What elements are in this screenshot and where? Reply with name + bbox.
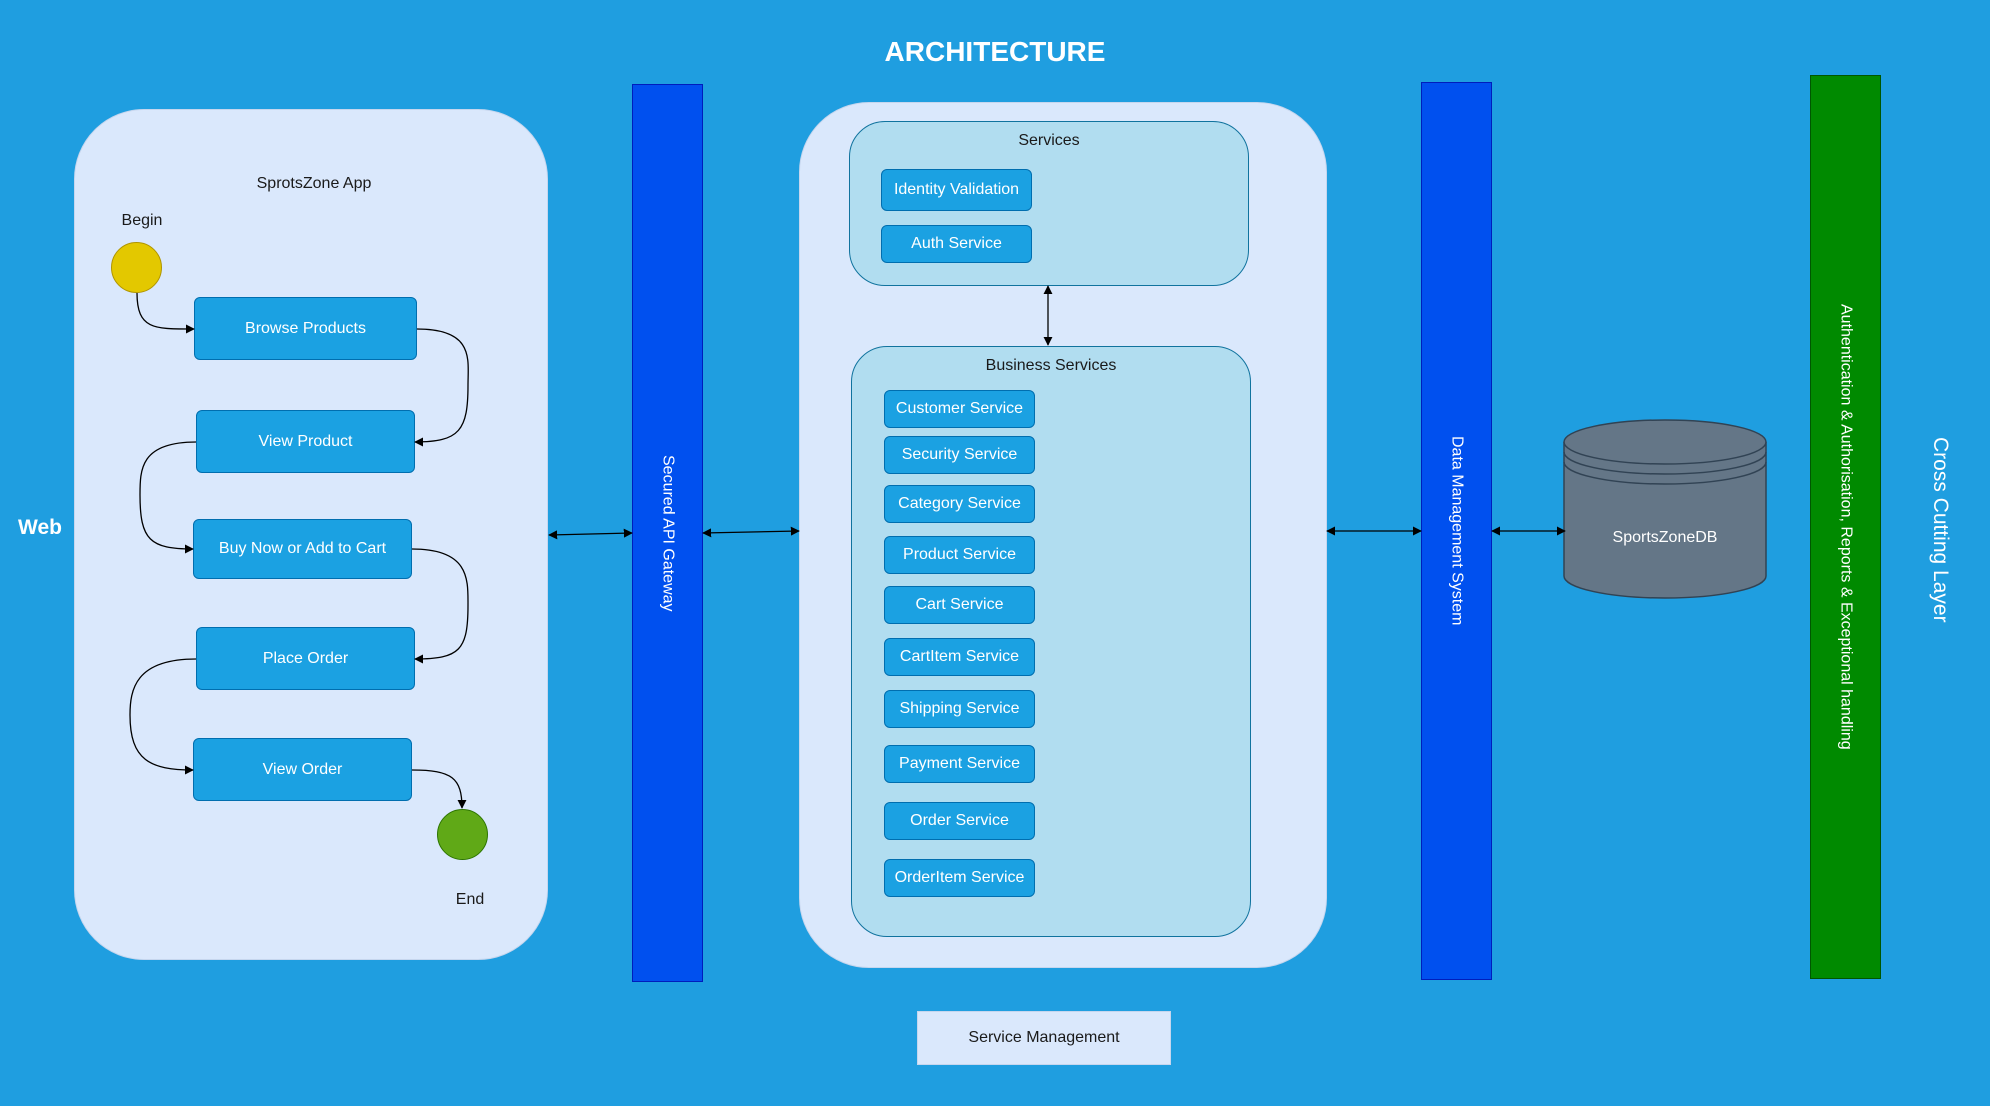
identity-validation-service[interactable]: Identity Validation: [881, 169, 1032, 211]
api-gateway-label: Secured API Gateway: [659, 454, 677, 612]
payment-service[interactable]: Payment Service: [884, 745, 1035, 783]
begin-node: [111, 242, 162, 293]
service-management-box[interactable]: Service Management: [917, 1011, 1171, 1065]
product-service[interactable]: Product Service: [884, 536, 1035, 574]
step-buy-now-or-add-to-cart[interactable]: Buy Now or Add to Cart: [193, 519, 412, 579]
database-cylinder: [1563, 419, 1767, 599]
data-management-bar: Data Management System: [1421, 82, 1492, 980]
web-layer-label: Web: [18, 516, 62, 539]
end-label: End: [455, 891, 485, 908]
shipping-service[interactable]: Shipping Service: [884, 690, 1035, 728]
end-node: [437, 809, 488, 860]
cart-service[interactable]: Cart Service: [884, 586, 1035, 624]
cartitem-service[interactable]: CartItem Service: [884, 638, 1035, 676]
step-place-order[interactable]: Place Order: [196, 627, 415, 690]
link-gateway-services: [702, 526, 800, 538]
order-service[interactable]: Order Service: [884, 802, 1035, 840]
cross-cutting-label: Cross Cutting Layer: [1929, 437, 1952, 623]
customer-service[interactable]: Customer Service: [884, 390, 1035, 428]
security-service[interactable]: Security Service: [884, 436, 1035, 474]
category-service[interactable]: Category Service: [884, 485, 1035, 523]
auth-reports-label: Authentication & Authorisation, Reports …: [1837, 304, 1855, 750]
app-label: SprotsZone App: [256, 175, 372, 192]
api-gateway-bar: Secured API Gateway: [632, 84, 703, 982]
diagram-title: ARCHITECTURE: [884, 36, 1106, 67]
auth-reports-bar: Authentication & Authorisation, Reports …: [1810, 75, 1881, 979]
database-label: SportsZoneDB: [1612, 529, 1718, 546]
begin-label: Begin: [121, 212, 163, 229]
orderitem-service[interactable]: OrderItem Service: [884, 859, 1035, 897]
business-services-label: Business Services: [985, 357, 1117, 374]
data-management-label: Data Management System: [1448, 436, 1466, 626]
step-browse-products[interactable]: Browse Products: [194, 297, 417, 360]
cross-cutting-container: Cross Cutting Layer: [1920, 150, 1960, 910]
step-view-product[interactable]: View Product: [196, 410, 415, 473]
auth-service[interactable]: Auth Service: [881, 225, 1032, 263]
step-view-order[interactable]: View Order: [193, 738, 412, 801]
services-label: Services: [1018, 132, 1080, 149]
link-app-gateway: [548, 528, 633, 540]
